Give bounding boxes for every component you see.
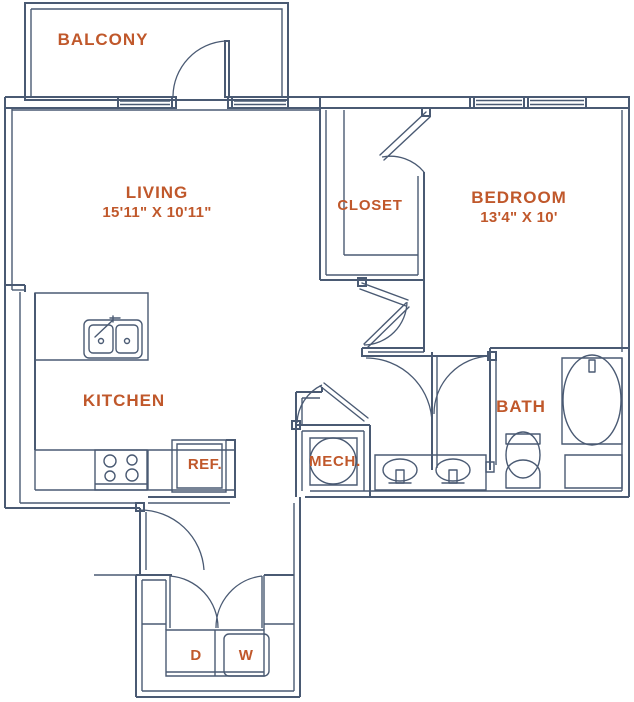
- laundry-walls: [94, 497, 301, 698]
- room-label-bedroom: BEDROOM 13'4" X 10': [471, 188, 567, 227]
- room-dims-living: 15'11" X 10'11": [102, 204, 212, 221]
- room-name-living: LIVING: [125, 183, 189, 202]
- refrigerator: [148, 439, 236, 504]
- mech-closet-walls: [295, 424, 371, 497]
- room-name-balcony: BALCONY: [57, 30, 149, 49]
- appliance-name-refrigerator: REF.: [187, 456, 223, 473]
- bathtub: [561, 354, 623, 489]
- appliance-label-washer: W: [239, 646, 254, 666]
- vanity-counter: [374, 454, 495, 491]
- appliance-name-washer: W: [238, 647, 254, 664]
- room-name-kitchen: KITCHEN: [82, 391, 166, 410]
- closet-bifold-door-upper[interactable]: [379, 107, 431, 173]
- room-label-living: LIVING 15'11" X 10'11": [102, 183, 211, 222]
- bedroom-exterior-wall: [320, 96, 630, 352]
- closet-bifold-door-lower[interactable]: [357, 277, 410, 349]
- room-label-mech: MECH.: [309, 452, 361, 472]
- bedroom-swing-door[interactable]: [365, 352, 438, 470]
- room-label-bath: BATH: [496, 397, 546, 417]
- appliance-name-dryer: D: [190, 647, 202, 664]
- room-label-balcony: BALCONY: [58, 30, 149, 50]
- room-label-closet: CLOSET: [337, 196, 402, 216]
- hall-walls: [295, 387, 323, 425]
- living-window-left: [120, 100, 170, 106]
- appliance-label-dryer: D: [190, 646, 201, 666]
- washer-unit: [223, 633, 270, 677]
- living-window-right: [234, 100, 286, 106]
- mechanical-closet-door[interactable]: [291, 382, 369, 430]
- room-dims-bedroom: 13'4" X 10': [480, 209, 558, 226]
- living-walls: [4, 108, 320, 292]
- bath-sink-right: [435, 458, 471, 484]
- four-burner-cooktop: [94, 449, 148, 491]
- room-name-closet: CLOSET: [337, 197, 403, 214]
- room-name-bedroom: BEDROOM: [471, 188, 567, 207]
- room-name-bath: BATH: [496, 397, 546, 416]
- entry-swing-door[interactable]: [135, 502, 205, 575]
- room-label-kitchen: KITCHEN: [83, 391, 165, 411]
- closet-walls: [319, 108, 425, 281]
- bedroom-walls: [361, 280, 629, 470]
- bath-swing-door[interactable]: [433, 351, 497, 415]
- laundry-bifold-doors[interactable]: [169, 575, 263, 629]
- bedroom-window-right: [530, 99, 584, 106]
- balcony-walls: [24, 2, 289, 101]
- toilet: [505, 431, 541, 489]
- balcony-swing-door[interactable]: [172, 40, 230, 98]
- room-name-mech: MECH.: [308, 453, 362, 470]
- kitchen-sink: [83, 315, 143, 359]
- bedroom-window-left: [476, 99, 522, 106]
- appliance-label-refrigerator: REF.: [188, 455, 222, 475]
- living-exterior-wall: [4, 96, 321, 116]
- bath-sink-left: [382, 458, 418, 484]
